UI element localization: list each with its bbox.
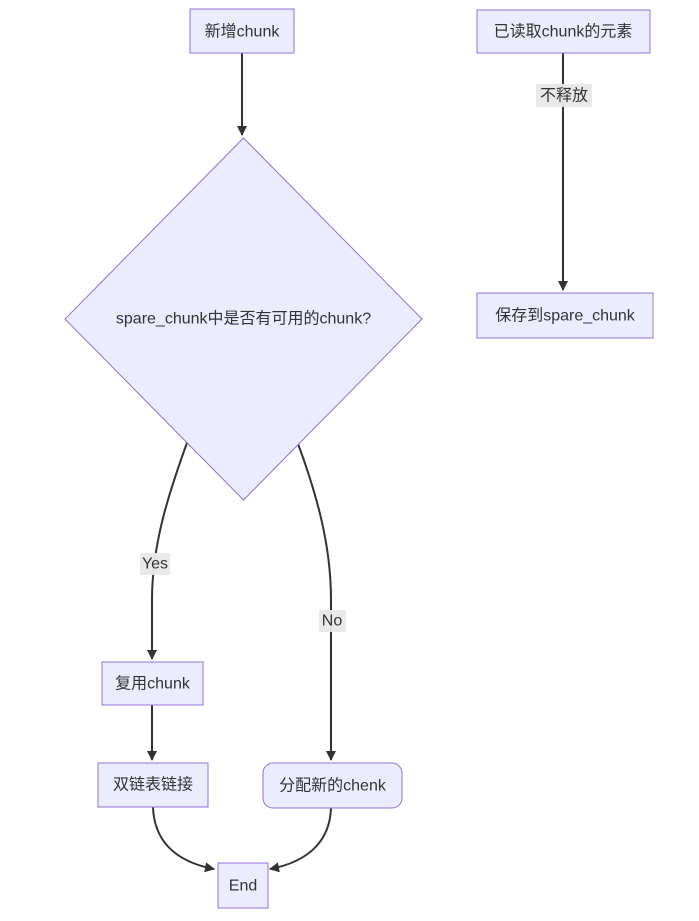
node-read-elements: 已读取chunk的元素 [476, 9, 651, 54]
node-alloc-new-shape [262, 762, 403, 809]
node-reuse-chunk-label: 复用chunk [115, 675, 191, 693]
node-new-chunk-label: 新增chunk [205, 23, 281, 41]
node-doubly-linked-label: 双链表链接 [113, 776, 193, 794]
nodes: 新增chunk 已读取chunk的元素 spare_chunk中是否有可用的ch… [64, 8, 654, 909]
edge-label-no-text: No [322, 613, 343, 630]
node-decision-spare-chunk: spare_chunk中是否有可用的chunk? [64, 137, 423, 501]
edge-decision-yes-to-reusechunk [147, 439, 189, 660]
node-alloc-new: 分配新的chenk [262, 762, 403, 809]
edge-allocnew-to-end [269, 807, 332, 873]
edge-label-yes: Yes [140, 553, 170, 575]
edge-label-yes-bg [140, 553, 170, 575]
edge-label-no-release: 不释放 [536, 84, 592, 107]
node-save-spare: 保存到spare_chunk [476, 292, 654, 339]
node-save-spare-shape [476, 292, 654, 339]
node-end: End [217, 862, 269, 909]
edge-decision-no-to-allocnew [296, 440, 336, 761]
edge-doublylinked-to-end [152, 806, 215, 873]
edge-label-no-bg [319, 610, 346, 632]
node-end-label: End [229, 878, 257, 895]
node-doubly-linked: 双链表链接 [97, 762, 209, 808]
node-decision-spare-chunk-label: spare_chunk中是否有可用的chunk? [116, 310, 371, 328]
node-new-chunk-shape [189, 8, 295, 54]
node-save-spare-label: 保存到spare_chunk [495, 307, 636, 325]
node-end-shape [217, 862, 269, 909]
edge-label-no-release-bg [536, 84, 592, 107]
node-read-elements-shape [476, 9, 651, 54]
edge-label-no: No [319, 610, 346, 632]
edge-label-yes-text: Yes [142, 556, 168, 573]
node-read-elements-label: 已读取chunk的元素 [494, 23, 633, 41]
node-reuse-chunk-shape [101, 661, 204, 706]
node-new-chunk: 新增chunk [189, 8, 295, 54]
node-doubly-linked-shape [97, 762, 209, 808]
edge-label-no-release-text: 不释放 [540, 87, 588, 105]
node-reuse-chunk: 复用chunk [101, 661, 204, 706]
node-decision-spare-chunk-shape [64, 137, 423, 501]
node-alloc-new-label: 分配新的chenk [279, 777, 387, 795]
edge-labels: Yes No 不释放 [140, 84, 592, 632]
